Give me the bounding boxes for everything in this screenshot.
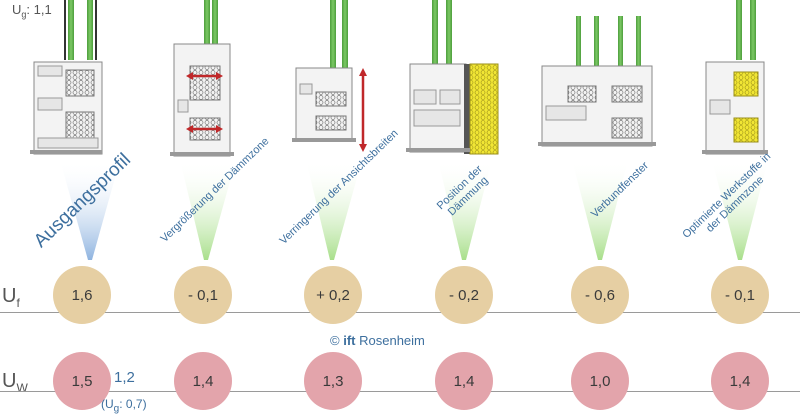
uw-label: UW	[2, 370, 28, 395]
uw-alt-ug: (Ug: 0,7)	[101, 397, 147, 415]
profile-ausgangsprofil	[30, 0, 103, 155]
cone-2	[180, 160, 236, 260]
uw-circle-4: 1,4	[435, 352, 493, 410]
uf-circle-2: - 0,1	[174, 266, 232, 324]
light-cones	[60, 160, 768, 260]
uw-circle-3: 1,3	[304, 352, 362, 410]
cone-1	[60, 160, 120, 260]
ug-note: Ug: 1,1	[12, 2, 52, 20]
uf-circle-1: 1,6	[53, 266, 111, 324]
uw-circle-2: 1,4	[174, 352, 232, 410]
uf-label: Uf	[2, 285, 20, 310]
copyright: © ift Rosenheim	[330, 333, 425, 348]
profile-werkstoffe	[702, 0, 768, 155]
uf-circle-3: + 0,2	[304, 266, 362, 324]
profile-verbundfenster	[538, 16, 656, 147]
uw-circle-1: 1,5	[53, 352, 111, 410]
uf-baseline	[0, 312, 800, 313]
uf-circle-5: - 0,6	[571, 266, 629, 324]
profile-daemmzone	[170, 0, 234, 157]
uf-circle-4: - 0,2	[435, 266, 493, 324]
cone-6	[712, 160, 768, 260]
uw-alt-value: 1,2	[114, 369, 135, 386]
uf-circle-6: - 0,1	[711, 266, 769, 324]
uw-circle-5: 1,0	[571, 352, 629, 410]
uw-baseline	[0, 391, 800, 392]
cone-3	[306, 160, 362, 260]
profile-position-daemmung	[406, 0, 499, 155]
cone-5	[572, 160, 628, 260]
cone-4	[438, 160, 492, 260]
uw-circle-6: 1,4	[711, 352, 769, 410]
profile-drawings	[30, 0, 768, 157]
profile-ansichtsbreiten	[292, 0, 367, 152]
